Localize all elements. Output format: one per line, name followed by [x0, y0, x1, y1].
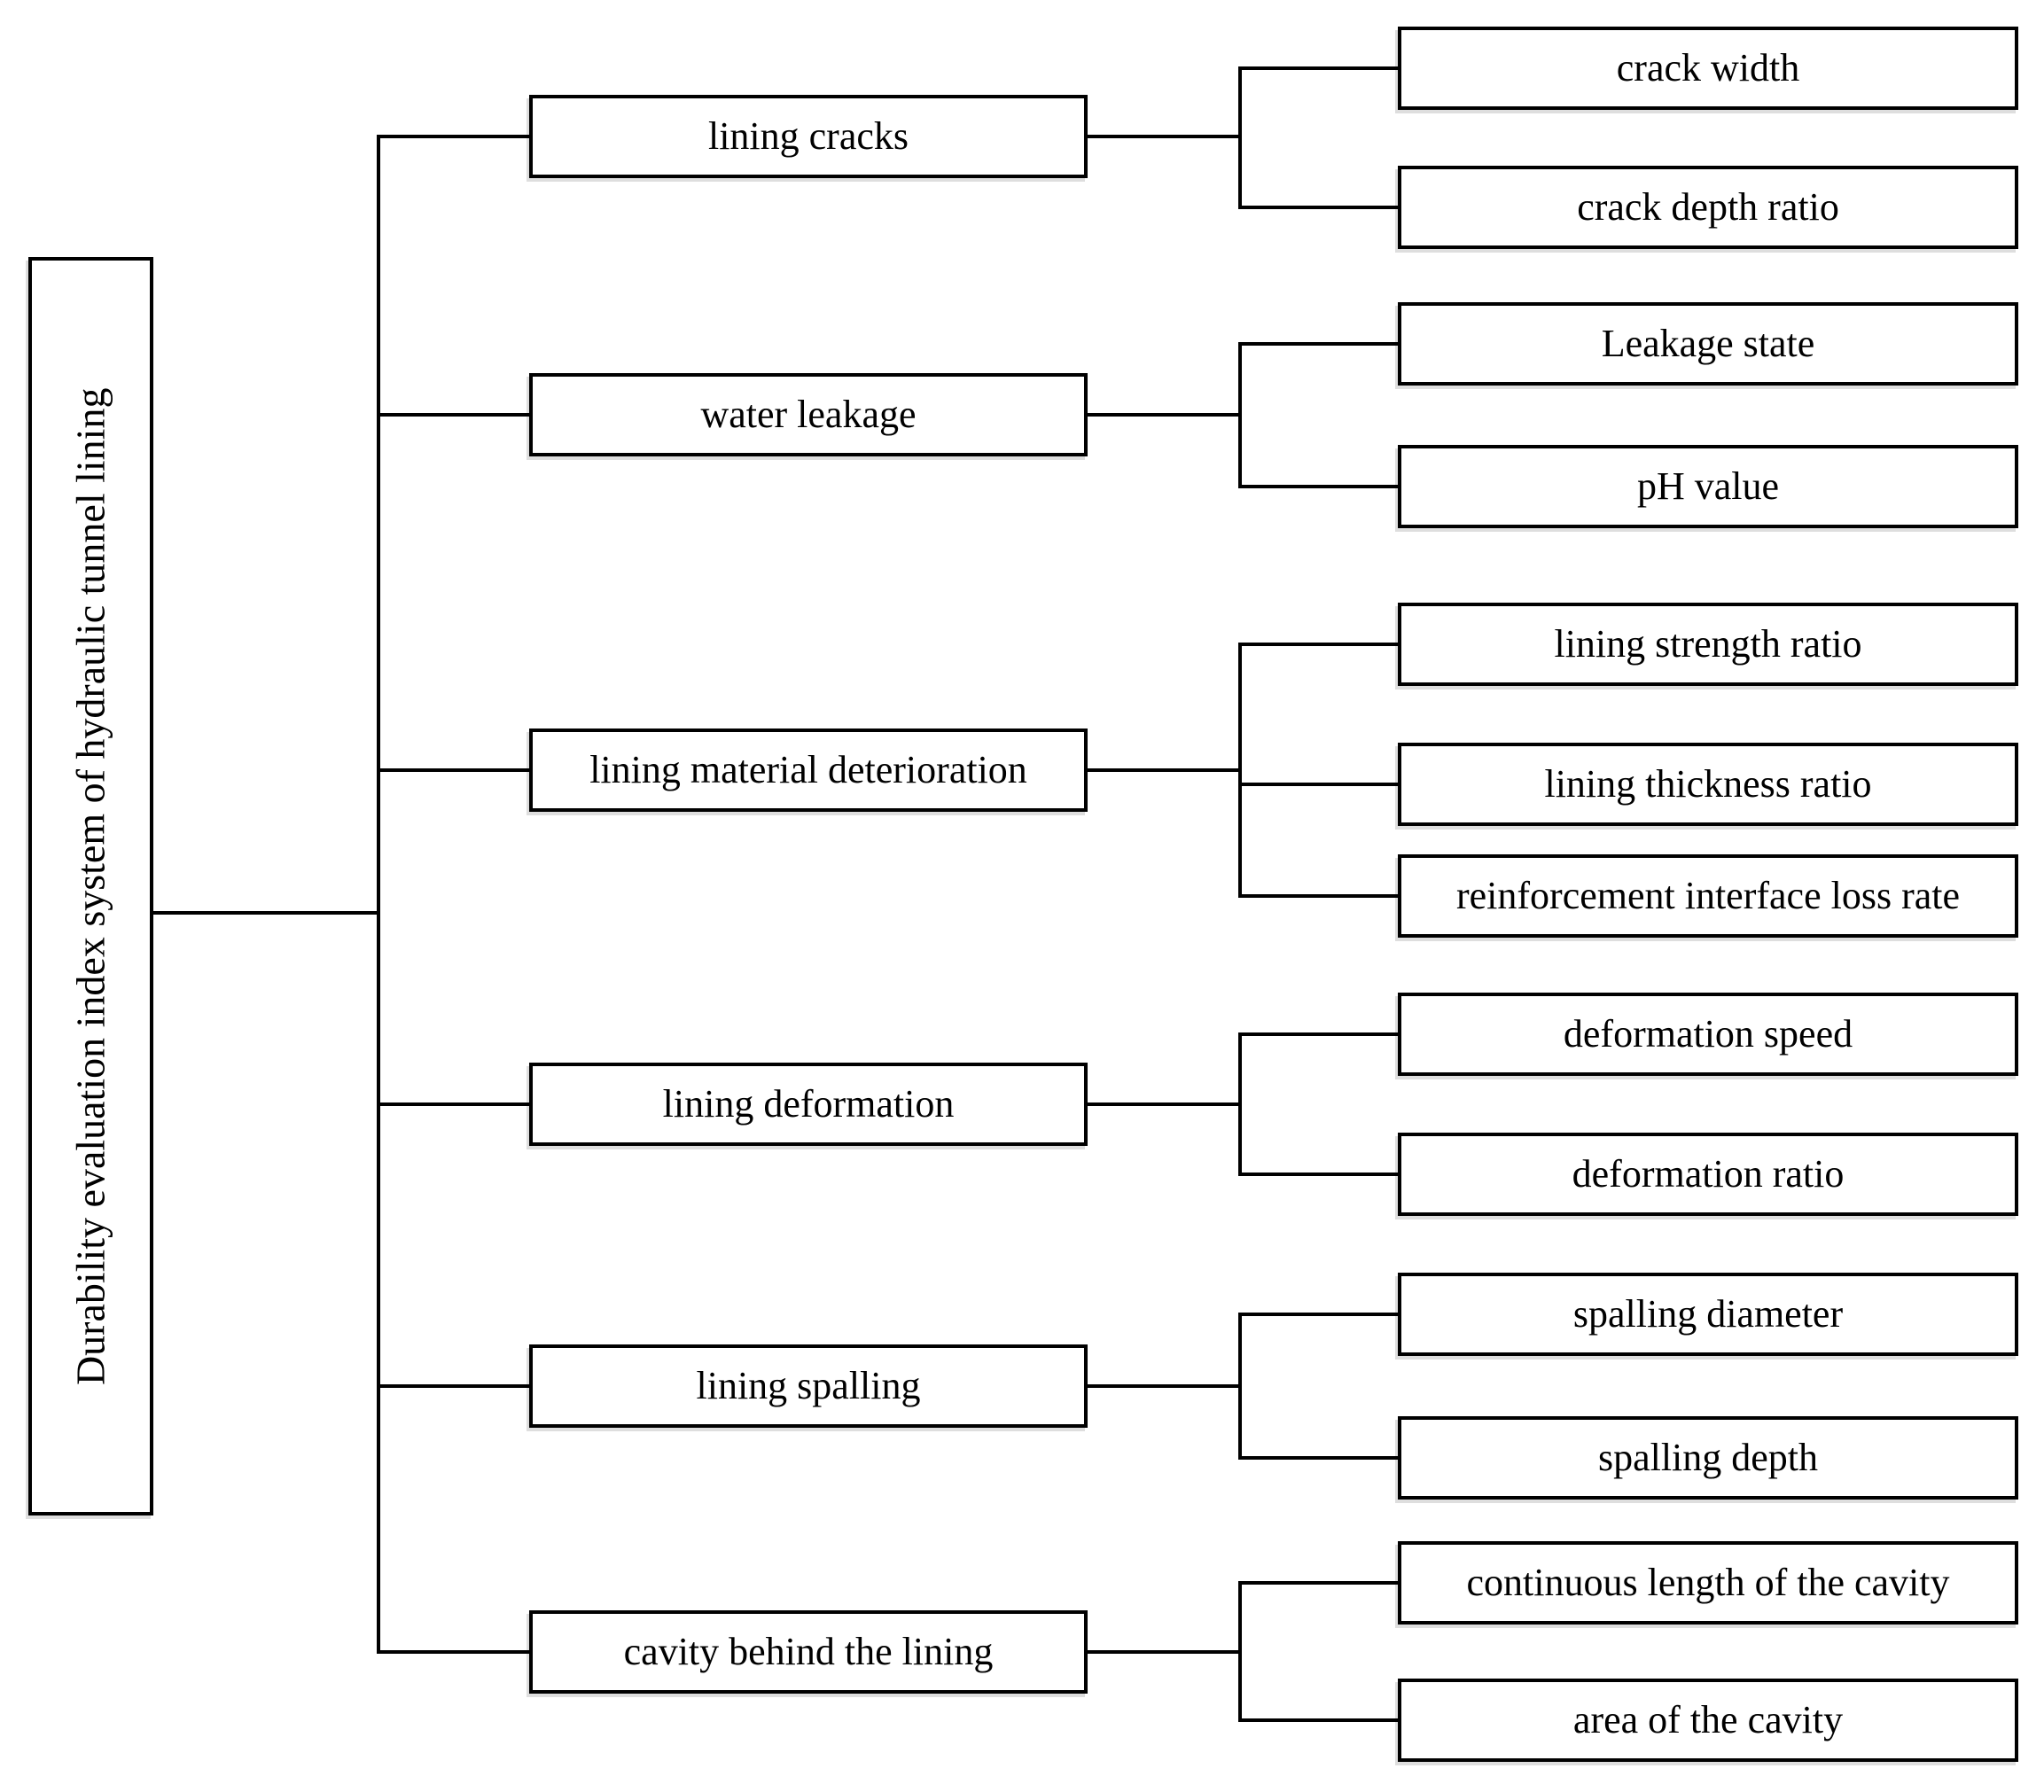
connector-branch-out	[1086, 768, 1242, 772]
leaf-node-deformation-ratio: deformation ratio	[1398, 1133, 2018, 1216]
connector-branch-out	[1086, 1384, 1242, 1388]
branch-label: cavity behind the lining	[623, 1629, 994, 1673]
connector-branch-in	[377, 768, 533, 772]
connector-leaf-stub	[1238, 1032, 1401, 1036]
branch-node-lining-deformation: lining deformation	[529, 1063, 1088, 1146]
connector-branch-in	[377, 135, 533, 138]
leaf-node-deformation-speed: deformation speed	[1398, 993, 2018, 1076]
connector-leaf-stub	[1238, 1456, 1401, 1460]
leaf-label: lining thickness ratio	[1544, 761, 1872, 806]
connector-root-feeder	[152, 911, 380, 915]
connector-branch-out	[1086, 1650, 1242, 1654]
leaf-node-lining-thickness-ratio: lining thickness ratio	[1398, 743, 2018, 826]
leaf-node-spalling-diameter: spalling diameter	[1398, 1273, 2018, 1356]
leaf-node-ph-value: pH value	[1398, 445, 2018, 528]
connector-leaf-stub	[1238, 1581, 1401, 1585]
root-label: Durability evaluation index system of hy…	[67, 387, 113, 1385]
branch-label: water leakage	[700, 392, 917, 436]
leaf-label: spalling diameter	[1572, 1291, 1844, 1336]
leaf-node-area-of-the-cavity: area of the cavity	[1398, 1679, 2018, 1762]
connector-leaf-stub	[1238, 894, 1401, 898]
connector-leaf-stub	[1238, 66, 1401, 70]
leaf-node-lining-strength-ratio: lining strength ratio	[1398, 603, 2018, 686]
connector-leaf-stub	[1238, 643, 1401, 646]
connector-branch-out	[1086, 1102, 1242, 1106]
connector-branch-in	[377, 1384, 533, 1388]
leaf-label: lining strength ratio	[1554, 621, 1862, 666]
connector-group-spine	[1238, 66, 1242, 209]
connector-branch-in	[377, 413, 533, 417]
connector-group-spine	[1238, 342, 1242, 488]
connector-leaf-stub	[1238, 1173, 1401, 1176]
branch-label: lining cracks	[707, 113, 909, 158]
leaf-node-crack-depth-ratio: crack depth ratio	[1398, 166, 2018, 249]
branch-node-lining-cracks: lining cracks	[529, 95, 1088, 178]
branch-label: lining material deterioration	[589, 747, 1027, 791]
leaf-label: continuous length of the cavity	[1466, 1560, 1950, 1604]
connector-branch-in	[377, 1102, 533, 1106]
branch-label: lining deformation	[662, 1081, 955, 1126]
leaf-label: Leakage state	[1601, 321, 1815, 365]
leaf-node-spalling-depth: spalling depth	[1398, 1416, 2018, 1500]
leaf-node-continuous-length-of-the-cavity: continuous length of the cavity	[1398, 1541, 2018, 1624]
connector-leaf-stub	[1238, 1718, 1401, 1722]
root-node: Durability evaluation index system of hy…	[28, 257, 153, 1515]
leaf-label: deformation speed	[1563, 1011, 1853, 1056]
connector-branch-out	[1086, 135, 1242, 138]
leaf-label: deformation ratio	[1572, 1151, 1845, 1196]
branch-label: lining spalling	[696, 1363, 921, 1407]
connector-group-spine	[1238, 1581, 1242, 1722]
connector-leaf-stub	[1238, 1313, 1401, 1316]
connector-leaf-stub	[1238, 485, 1401, 488]
leaf-label: area of the cavity	[1572, 1697, 1844, 1741]
branch-node-cavity-behind-the-lining: cavity behind the lining	[529, 1610, 1088, 1694]
connector-leaf-stub	[1238, 206, 1401, 209]
connector-leaf-stub	[1238, 342, 1401, 346]
leaf-node-reinforcement-interface-loss-rate: reinforcement interface loss rate	[1398, 854, 2018, 938]
leaf-label: reinforcement interface loss rate	[1455, 873, 1961, 917]
connector-trunk	[377, 135, 380, 1654]
connector-group-spine	[1238, 1313, 1242, 1460]
branch-node-water-leakage: water leakage	[529, 373, 1088, 456]
leaf-label: spalling depth	[1597, 1435, 1819, 1479]
leaf-label: crack depth ratio	[1577, 184, 1839, 229]
branch-node-lining-material-deterioration: lining material deterioration	[529, 728, 1088, 812]
leaf-label: crack width	[1616, 45, 1800, 90]
connector-group-spine	[1238, 643, 1242, 898]
leaf-node-leakage-state: Leakage state	[1398, 302, 2018, 386]
leaf-node-crack-width: crack width	[1398, 27, 2018, 110]
branch-node-lining-spalling: lining spalling	[529, 1344, 1088, 1428]
connector-branch-in	[377, 1650, 533, 1654]
connector-leaf-stub	[1238, 783, 1401, 786]
connector-branch-out	[1086, 413, 1242, 417]
connector-group-spine	[1238, 1032, 1242, 1176]
leaf-label: pH value	[1636, 464, 1780, 508]
